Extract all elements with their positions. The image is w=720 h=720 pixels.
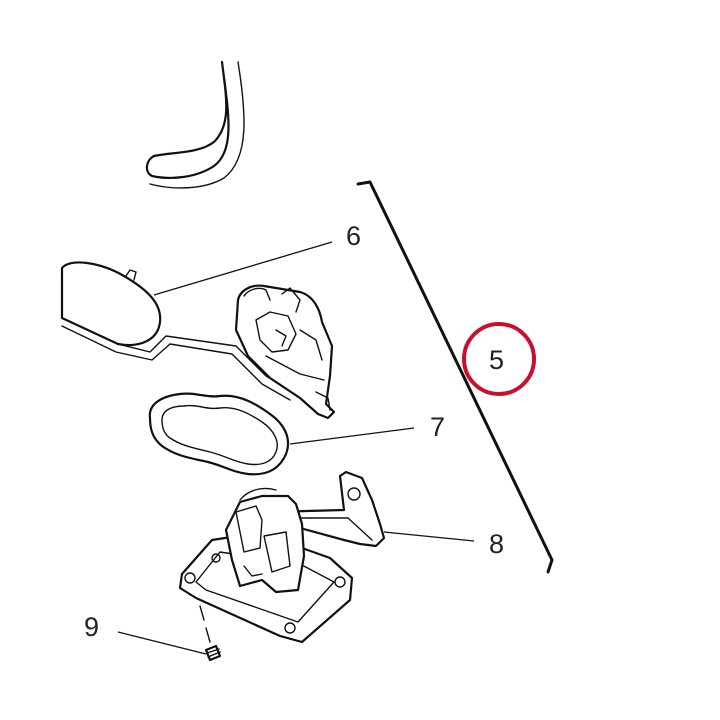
part-9-screw bbox=[199, 605, 222, 662]
part-6-float-sender bbox=[60, 261, 336, 420]
fuel-hose bbox=[145, 60, 245, 189]
callout-6: 6 bbox=[346, 221, 361, 251]
part-7-gasket bbox=[148, 392, 290, 476]
callout-8: 8 bbox=[489, 529, 504, 559]
callout-5-highlight-ring bbox=[462, 322, 536, 396]
leader-7 bbox=[289, 427, 415, 445]
assembly-bracket bbox=[356, 180, 554, 574]
callout-7: 7 bbox=[430, 412, 445, 442]
pump-flange-base bbox=[178, 487, 354, 644]
leader-6 bbox=[153, 241, 333, 296]
callout-9: 9 bbox=[84, 612, 99, 642]
leader-9 bbox=[117, 631, 207, 655]
leader-8 bbox=[383, 531, 475, 542]
callout-5: 5 bbox=[489, 345, 504, 375]
